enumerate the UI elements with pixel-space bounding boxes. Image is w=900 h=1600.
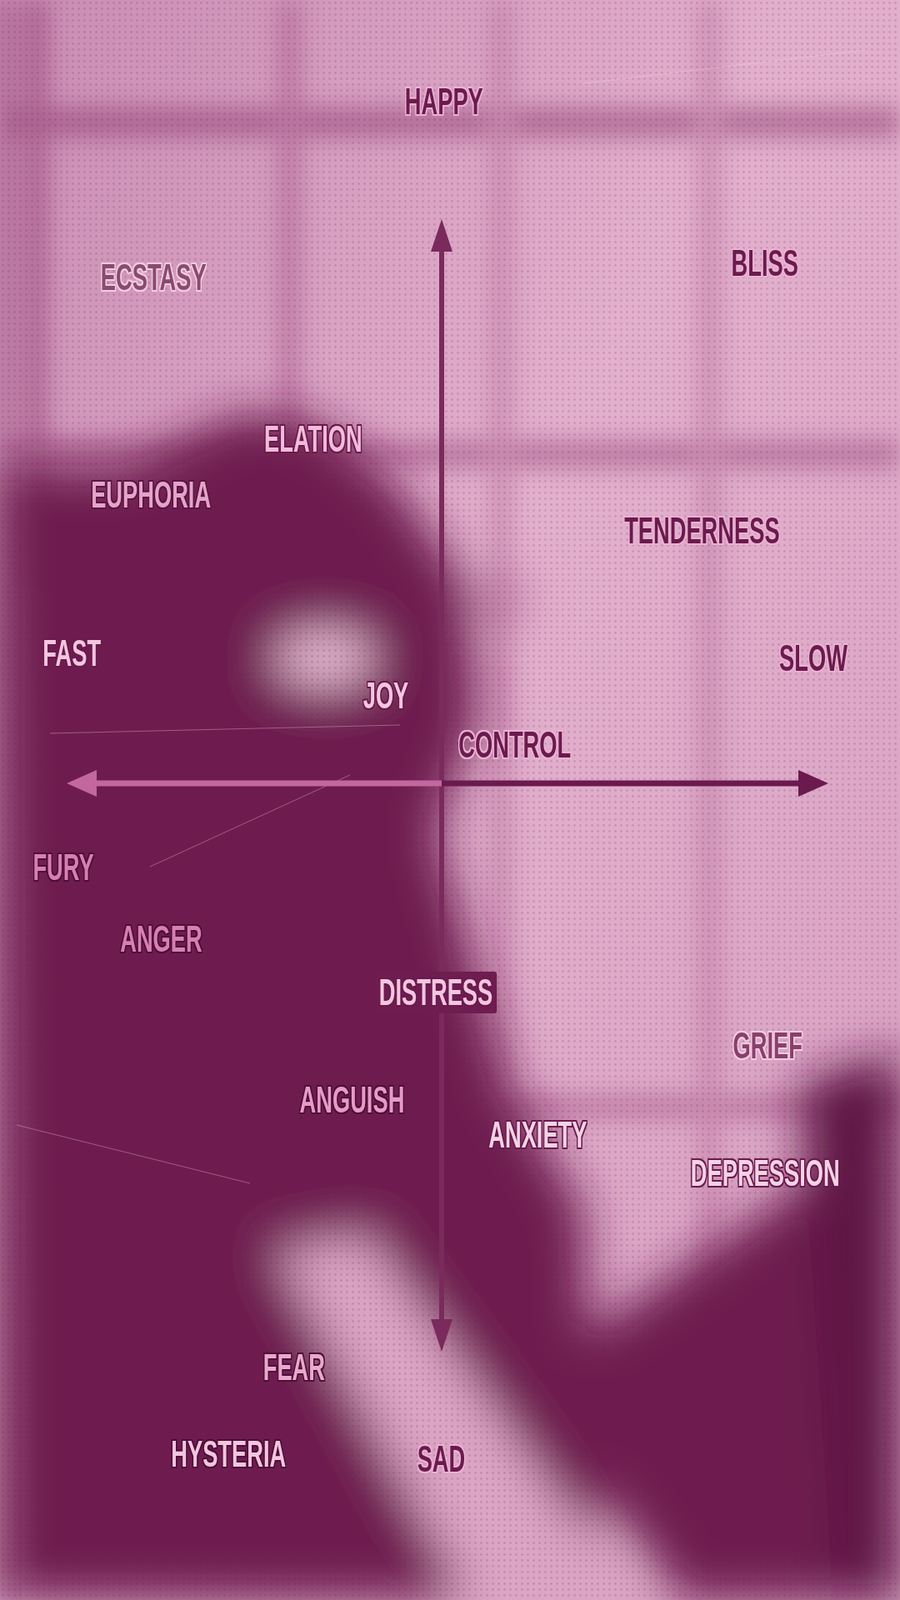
emotion-label: HAPPY (405, 83, 484, 120)
emotion-label: ANGUISH (299, 1081, 405, 1119)
scratch (150, 775, 350, 867)
emotion-label: HYSTERIA (170, 1435, 286, 1473)
arrowhead (798, 770, 829, 797)
scratch (16, 1125, 250, 1184)
emotion-label: ANXIETY (488, 1116, 587, 1154)
emotion-label: FAST (42, 635, 101, 672)
emotion-label: ANGER (120, 920, 203, 958)
emotion-label: ELATION (264, 420, 363, 458)
scratch (583, 50, 867, 84)
horizontal-axis (91, 780, 442, 787)
emotion-label: ECSTASY (100, 259, 207, 296)
emotion-label: JOY (363, 677, 410, 715)
emotion-label: EUPHORIA (90, 476, 211, 514)
emotion-label: TENDERNESS (624, 512, 780, 550)
emotion-label: FURY (32, 849, 94, 886)
horizontal-axis (441, 780, 805, 787)
arrowhead (430, 219, 453, 252)
emotion-label: DISTRESS (375, 971, 497, 1014)
scratch (50, 725, 400, 734)
arrowhead (430, 1319, 453, 1352)
emotion-label: SAD (416, 1440, 465, 1478)
arrowhead (66, 770, 97, 797)
emotion-label: GRIEF (732, 1027, 802, 1065)
emotion-label: CONTROL (459, 726, 572, 764)
emotion-label: DEPRESSION (690, 1155, 840, 1192)
emotion-label: SLOW (779, 640, 848, 677)
emotion-label: BLISS (731, 245, 799, 282)
emotion-label: FEAR (263, 1349, 325, 1386)
